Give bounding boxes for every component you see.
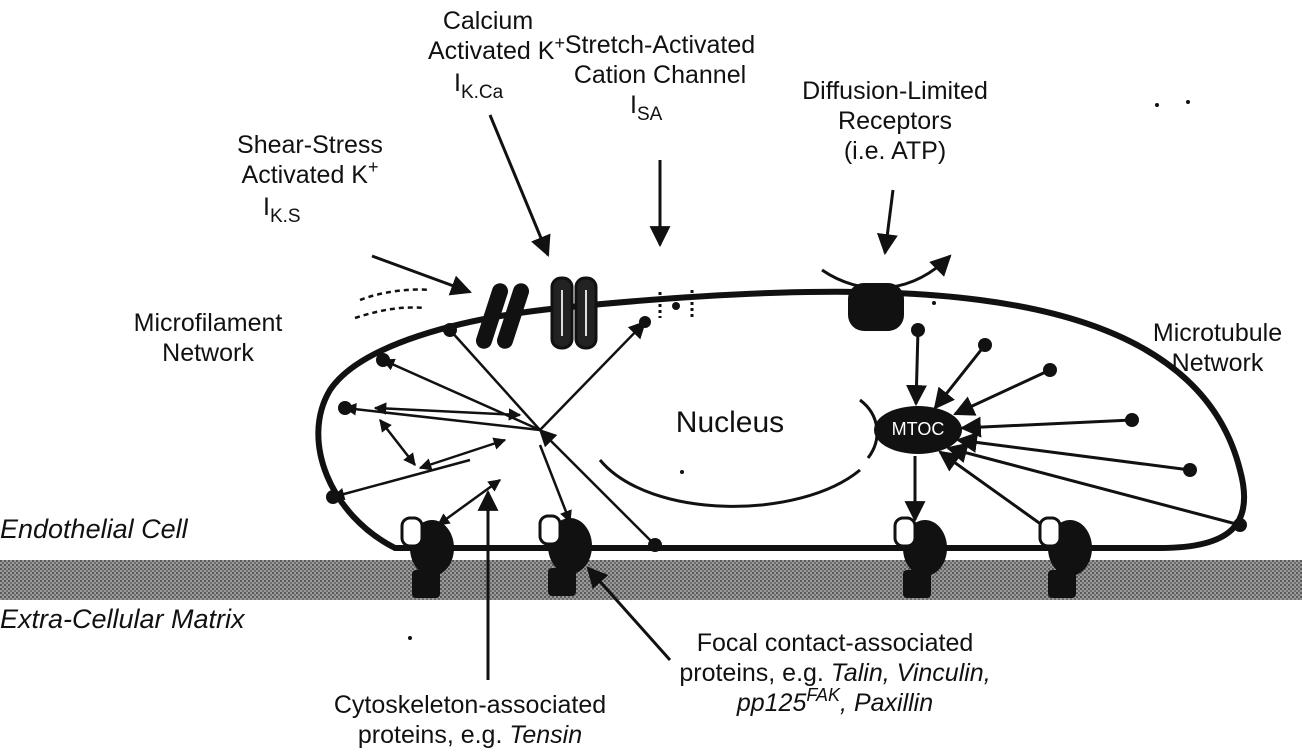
extracellular-matrix-band [0,560,1302,600]
extracellular-matrix-label: Extra-Cellular Matrix [0,604,245,634]
endothelial-cell-label: Endothelial Cell [0,514,188,544]
microtubule-network-label: Microtubule Network [1135,318,1300,378]
nucleus-label: Nucleus [640,408,820,438]
mtoc-label: MTOC [880,417,956,441]
atp-receptor [848,283,904,331]
stretch-activated-label: Stretch-Activated Cation Channel ISA [560,30,760,123]
calcium-k-channel [552,278,596,348]
calcium-activated-k-label: Calcium Activated K+ IK.Ca [428,6,548,101]
microfilament-network-label: Microfilament Network [108,308,308,368]
nucleus-outline-lower [600,460,860,506]
cytoskeleton-proteins-label: Cytoskeleton-associated proteins, e.g. T… [300,690,640,750]
stretch-activated-channel [660,290,692,318]
shear-stress-label: Shear-Stress Activated K+ IK.S [225,130,395,225]
diffusion-limited-label: Diffusion-Limited Receptors (i.e. ATP) [800,76,990,166]
focal-contact-proteins-label: Focal contact-associated proteins, e.g. … [660,628,1010,720]
